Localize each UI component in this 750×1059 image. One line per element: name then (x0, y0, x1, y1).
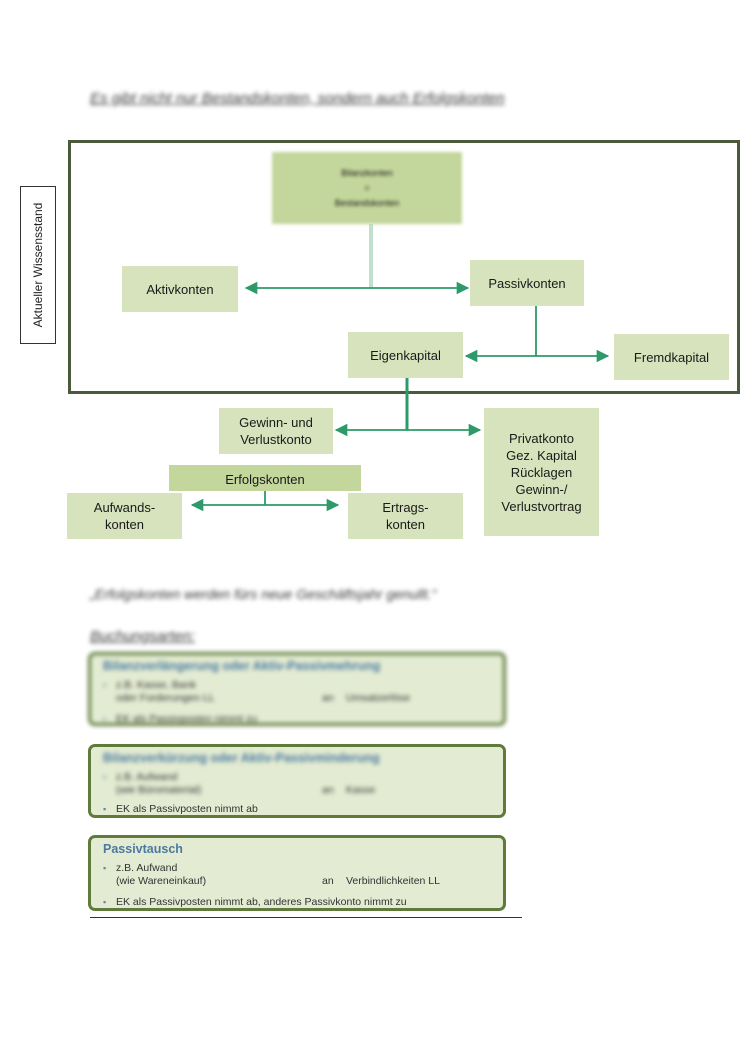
card-item: z.B. Aufwand (wie Wareneinkauf) an Verbi… (103, 862, 491, 888)
bottom-rule (90, 917, 522, 918)
node-erfolgskonten: Erfolgskonten (169, 465, 361, 491)
node-aufwand-line1: Aufwands- (93, 500, 156, 515)
card-title: Bilanzverkürzung oder Aktiv-Passivminder… (103, 751, 380, 765)
bilanz-frame (68, 140, 740, 394)
card-item-right: Verbindlichkeiten LL (346, 875, 440, 887)
node-aufwand-line2: konten (104, 517, 145, 532)
node-eigenkapital: Eigenkapital (348, 332, 463, 378)
card-item-right: Umsatzerlöse (346, 692, 411, 704)
node-fremdkapital: Fremdkapital (614, 334, 729, 380)
card-item: z.B. Aufwand (wie Büromaterial) an Kasse (103, 771, 491, 797)
node-ertrag-line1: Ertrags- (382, 500, 429, 515)
node-privat-line3: Rücklagen (510, 464, 573, 480)
card-item: EK als Passivposten nimmt ab, anderes Pa… (103, 896, 491, 909)
node-fremdkapital-label: Fremdkapital (633, 349, 710, 365)
card-title: Passivtausch (103, 842, 183, 856)
node-eigenkapital-label: Eigenkapital (370, 347, 441, 363)
node-privat-line2: Gez. Kapital (506, 447, 577, 463)
card-bilanzverlaengerung: Bilanzverlängerung oder Aktiv-Passivmehr… (88, 652, 506, 726)
card-passivtausch: Passivtausch z.B. Aufwand (wie Wareneink… (88, 835, 506, 911)
card-item-left: (wie Wareneinkauf) (116, 875, 207, 887)
side-label-box: Aktueller Wissensstand (20, 186, 56, 344)
card-item-left: (wie Büromaterial) (116, 784, 202, 796)
node-passivkonten: Passivkonten (470, 260, 584, 306)
node-privat-line1: Privatkonto (508, 430, 575, 446)
node-aktivkonten: Aktivkonten (122, 266, 238, 312)
card-item: EK als Passivposten nimmt ab (103, 803, 491, 816)
quote-text: „Erfolgskonten werden fürs neue Geschäft… (90, 586, 437, 602)
node-privat-line5: Verlustvortrag (501, 498, 582, 514)
card-item: z.B. Kasse, Bank oder Forderungen LL an … (103, 679, 491, 705)
card-item-left: oder Forderungen LL (116, 692, 215, 704)
card-title: Bilanzverlängerung oder Aktiv-Passivmehr… (103, 659, 381, 673)
node-guv-line2: Verlustkonto (240, 432, 312, 447)
node-aktivkonten-label: Aktivkonten (146, 281, 214, 297)
node-guv-konto: Gewinn- und Verlustkonto (219, 408, 333, 454)
node-passivkonten-label: Passivkonten (488, 275, 566, 291)
node-erfolgskonten-label: Erfolgskonten (225, 472, 305, 487)
node-aufwandskonten: Aufwands- konten (67, 493, 182, 539)
card-item-line1: z.B. Aufwand (116, 771, 178, 783)
card-item-an: an (322, 875, 334, 887)
node-bilanzkonten-line3: Bestandskonten (334, 197, 400, 208)
card-item-an: an (322, 784, 334, 796)
node-privatkonto: Privatkonto Gez. Kapital Rücklagen Gewin… (484, 408, 599, 536)
buchungsarten-heading: Buchungsarten: (90, 628, 196, 645)
node-ertrag-line2: konten (385, 517, 426, 532)
node-bilanzkonten: Bilanzkonten = Bestandskonten (272, 152, 462, 224)
card-item-line1: z.B. Aufwand (116, 862, 178, 874)
node-privat-line4: Gewinn-/ (515, 481, 568, 497)
card-item-an: an (322, 692, 334, 704)
card-item: EK als Passivposten nimmt zu (103, 713, 491, 726)
node-ertragskonten: Ertrags- konten (348, 493, 463, 539)
page-heading: Es gibt nicht nur Bestandskonten, sonder… (90, 90, 505, 107)
node-guv-line1: Gewinn- und (239, 415, 313, 430)
card-item-right: Kasse (346, 784, 376, 796)
card-bilanzverkuerzung: Bilanzverkürzung oder Aktiv-Passivminder… (88, 744, 506, 818)
card-item-line1: z.B. Kasse, Bank (116, 679, 196, 691)
node-bilanzkonten-line2: = (364, 182, 370, 193)
node-bilanzkonten-line1: Bilanzkonten (341, 167, 393, 178)
